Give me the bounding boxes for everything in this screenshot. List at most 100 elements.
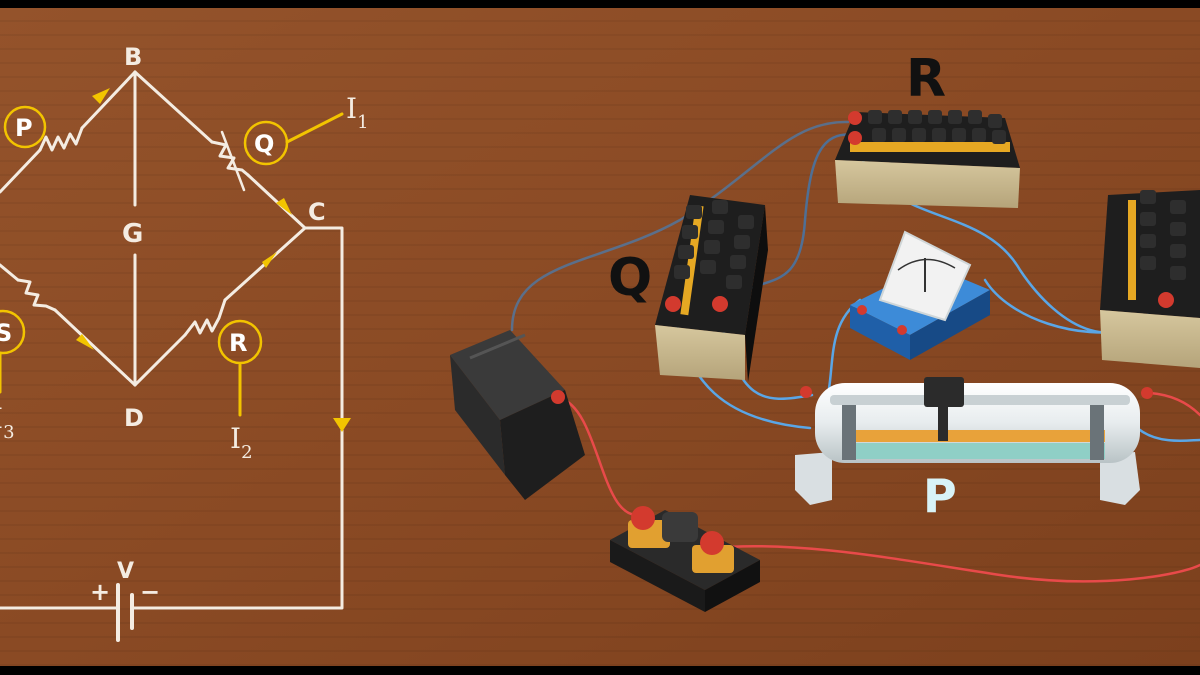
box-r-terminal-top[interactable] [848,111,862,125]
current-i2-label: I2 [230,422,253,463]
resistor-p-label: P [15,114,33,142]
battery-plus-sign: + [90,578,110,606]
battery-front [450,355,505,475]
resistor-p-circle [3,105,47,149]
box-r-terminal-bottom[interactable] [848,131,862,145]
current-i1-text: I [346,92,357,125]
black-top-bar [0,0,1200,8]
battery-top [450,330,565,420]
resistor-q-circle [243,120,289,166]
galvo-terminal-right[interactable] [897,325,907,335]
battery-side [500,390,585,500]
arm-ab-wire [0,70,137,194]
rheostat-orange-coil [845,430,1105,442]
circuit-labels: B C D G P Q R S V + − [0,43,326,606]
current-i3-label: I3 [0,402,15,443]
wire-rheostat-right-blue [1138,428,1200,443]
resistor-s-label: S [0,319,12,347]
box-s-plugs[interactable] [1140,190,1186,280]
wire-rheostat-red-right [1148,391,1200,417]
galvo-terminal-left[interactable] [857,305,867,315]
resistor-q-adjust-arrow [220,130,246,192]
current-i2-sub: 2 [241,442,252,463]
battery-ridge [469,333,526,360]
arrow-bc-icon [276,198,292,215]
resistor-label-circles [0,105,289,365]
rheostat-band-left [842,398,856,460]
current-labels: I1 I2 I3 [0,92,369,463]
box-q-plugs[interactable] [674,200,754,289]
wire-battery-red-to-key [558,396,642,517]
box-r-brass-strip [850,142,1010,152]
battery-unit[interactable] [450,330,585,500]
box-s-front [1100,310,1200,368]
wheatstone-bridge-diagram [0,70,344,642]
resistor-p-zigzag [38,126,84,152]
rheostat-terminal-left[interactable] [800,386,812,398]
resistor-q-label: Q [254,130,274,158]
rheostat-stand-right [1100,452,1140,505]
wire-battery-to-r-box [510,120,850,332]
box-s-terminal[interactable] [1158,292,1174,308]
arrow-ad-icon [76,334,94,350]
wood-grain [0,8,1200,666]
node-d-label: D [124,404,144,432]
battery-red-terminal[interactable] [551,390,565,404]
key-base-front [610,540,705,612]
arm-ad-wire [0,263,137,387]
resistor-r-label: R [229,329,247,357]
rheostat-teal-coil [845,443,1105,459]
rheostat-slider-jockey[interactable] [924,377,964,407]
box-q-side [745,205,768,382]
resistance-box-s[interactable] [1100,190,1200,368]
current-i3-sub: 3 [3,422,14,443]
wire-key-red-to-right [710,544,1200,583]
galvanometer[interactable] [850,230,990,360]
box-q-front [655,325,745,380]
resistance-box-q[interactable] [655,195,768,382]
key-base-side [705,560,760,612]
key-black-button[interactable] [662,512,698,542]
current-i1-sub: 1 [357,112,368,133]
rheostat-jockey-contact [938,405,948,441]
box-q-label: Q [608,248,652,308]
box-r-label: R [906,49,946,109]
box-q-terminal-right[interactable] [712,296,728,312]
arrow-external-icon [333,418,351,432]
resistor-r-circle [217,319,263,365]
node-c-label: C [308,198,326,226]
current-i3-text: I [0,402,3,435]
current-i2-text: I [230,422,241,455]
galvo-base-side [910,290,990,360]
box-s-brass-strip [1128,200,1136,300]
box-r-plugs[interactable] [868,110,1006,144]
arm-bc-wire [133,70,307,230]
arrow-ab-icon [92,88,110,104]
resistor-s-zigzag [16,278,57,312]
battery-voltage-label: V [117,559,134,584]
i1-leader [285,112,344,144]
box-r-front [835,160,1020,208]
rheostat-slider-bar [830,395,1130,405]
resistance-box-r[interactable] [835,110,1020,208]
node-g-label: G [122,219,143,249]
key-right-terminal[interactable] [700,531,724,555]
battery-minus-sign: − [140,578,160,606]
black-bottom-bar [0,666,1200,675]
rheostat-band-right [1090,398,1104,460]
tap-key[interactable] [610,506,760,612]
current-i1-label: I1 [346,92,369,133]
box-q-terminal-left[interactable] [665,296,681,312]
node-b-label: B [124,43,142,71]
resistor-r-zigzag [183,298,227,337]
key-left-terminal[interactable] [631,506,655,530]
rheostat-terminal-right[interactable] [1141,387,1153,399]
box-r-top [835,112,1020,168]
current-arrows [76,88,351,432]
rheostat-stand-left [795,452,832,505]
rheostat[interactable] [795,377,1153,505]
galvo-base-front [850,305,910,360]
resistor-s-circle [0,309,26,355]
arrow-dc-icon [262,252,277,268]
